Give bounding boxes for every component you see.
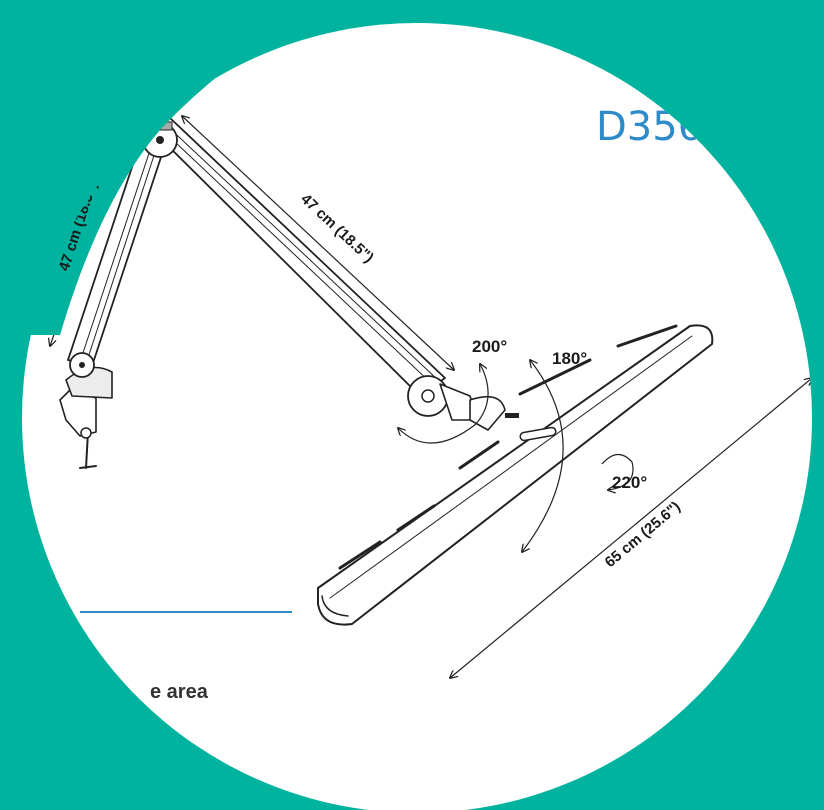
- teal-corner-overlay: [0, 0, 330, 335]
- head-rotate-angle: 220°: [612, 473, 647, 492]
- caption-fragment: e area: [150, 681, 209, 703]
- upper-arm-dimension-line: [182, 116, 454, 370]
- elbow-rotation-arc: [398, 364, 489, 444]
- model-code: D356: [596, 104, 703, 150]
- head-tilt-angle: 180°: [552, 349, 587, 368]
- head-tilt-arc: [522, 360, 564, 552]
- head-rotate-arc: [601, 453, 634, 490]
- elbow-angle: 200°: [472, 337, 507, 356]
- head-length-dimension-line: [450, 378, 812, 678]
